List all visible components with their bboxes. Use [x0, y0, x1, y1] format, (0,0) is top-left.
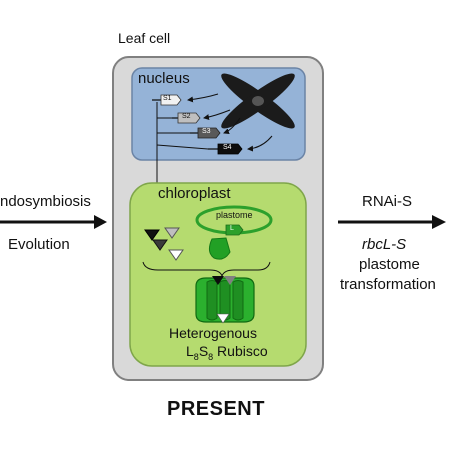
right-label-plastome: plastome	[359, 256, 420, 273]
chromosome-icon	[221, 73, 295, 129]
nucleus-label: nucleus	[138, 70, 190, 87]
gene-s1	[152, 94, 182, 106]
footer-title: PRESENT	[167, 398, 265, 420]
rubisco-word: Rubisco	[213, 343, 268, 359]
small-subunit-triangles	[144, 227, 184, 261]
plastome-gene-label: L	[230, 225, 234, 232]
gene-s4	[208, 143, 243, 155]
right-arrow-head	[432, 215, 446, 229]
rubisco-complex-icon	[195, 276, 255, 324]
left-label-evolution: Evolution	[8, 236, 70, 253]
gene-label-s2: S2	[182, 113, 191, 120]
rubisco-s-sub: 8	[208, 351, 214, 362]
chloroplast-label: chloroplast	[158, 185, 231, 202]
gene-label-s1: S1	[163, 95, 172, 102]
gene-label-s3: S3	[202, 128, 211, 135]
leaf-cell-label: Leaf cell	[118, 30, 171, 46]
right-label-rnai: RNAi-S	[362, 193, 413, 210]
left-label-endosymbiosis: ndosymbiosis	[0, 193, 91, 210]
gene-label-s4: S4	[223, 144, 232, 151]
left-arrow-head	[94, 215, 107, 229]
right-label-transformation: transformation	[340, 276, 436, 293]
plastome-label: plastome	[216, 210, 253, 220]
gene-s3	[190, 127, 221, 139]
large-subunit-icon	[208, 237, 231, 260]
plastome-icon	[195, 205, 273, 236]
rubisco-label-line1: Heterogenous	[169, 325, 257, 341]
gene-s2	[172, 112, 201, 124]
right-label-rbcl: rbcL-S	[362, 236, 407, 253]
chromosome-to-gene-arrows	[187, 93, 273, 152]
rubisco-label-line2: L8S8 Rubisco	[186, 343, 268, 362]
rubisco-l: L	[186, 343, 194, 359]
rubisco-l-sub: 8	[193, 351, 199, 362]
rubisco-s: S	[198, 343, 209, 359]
